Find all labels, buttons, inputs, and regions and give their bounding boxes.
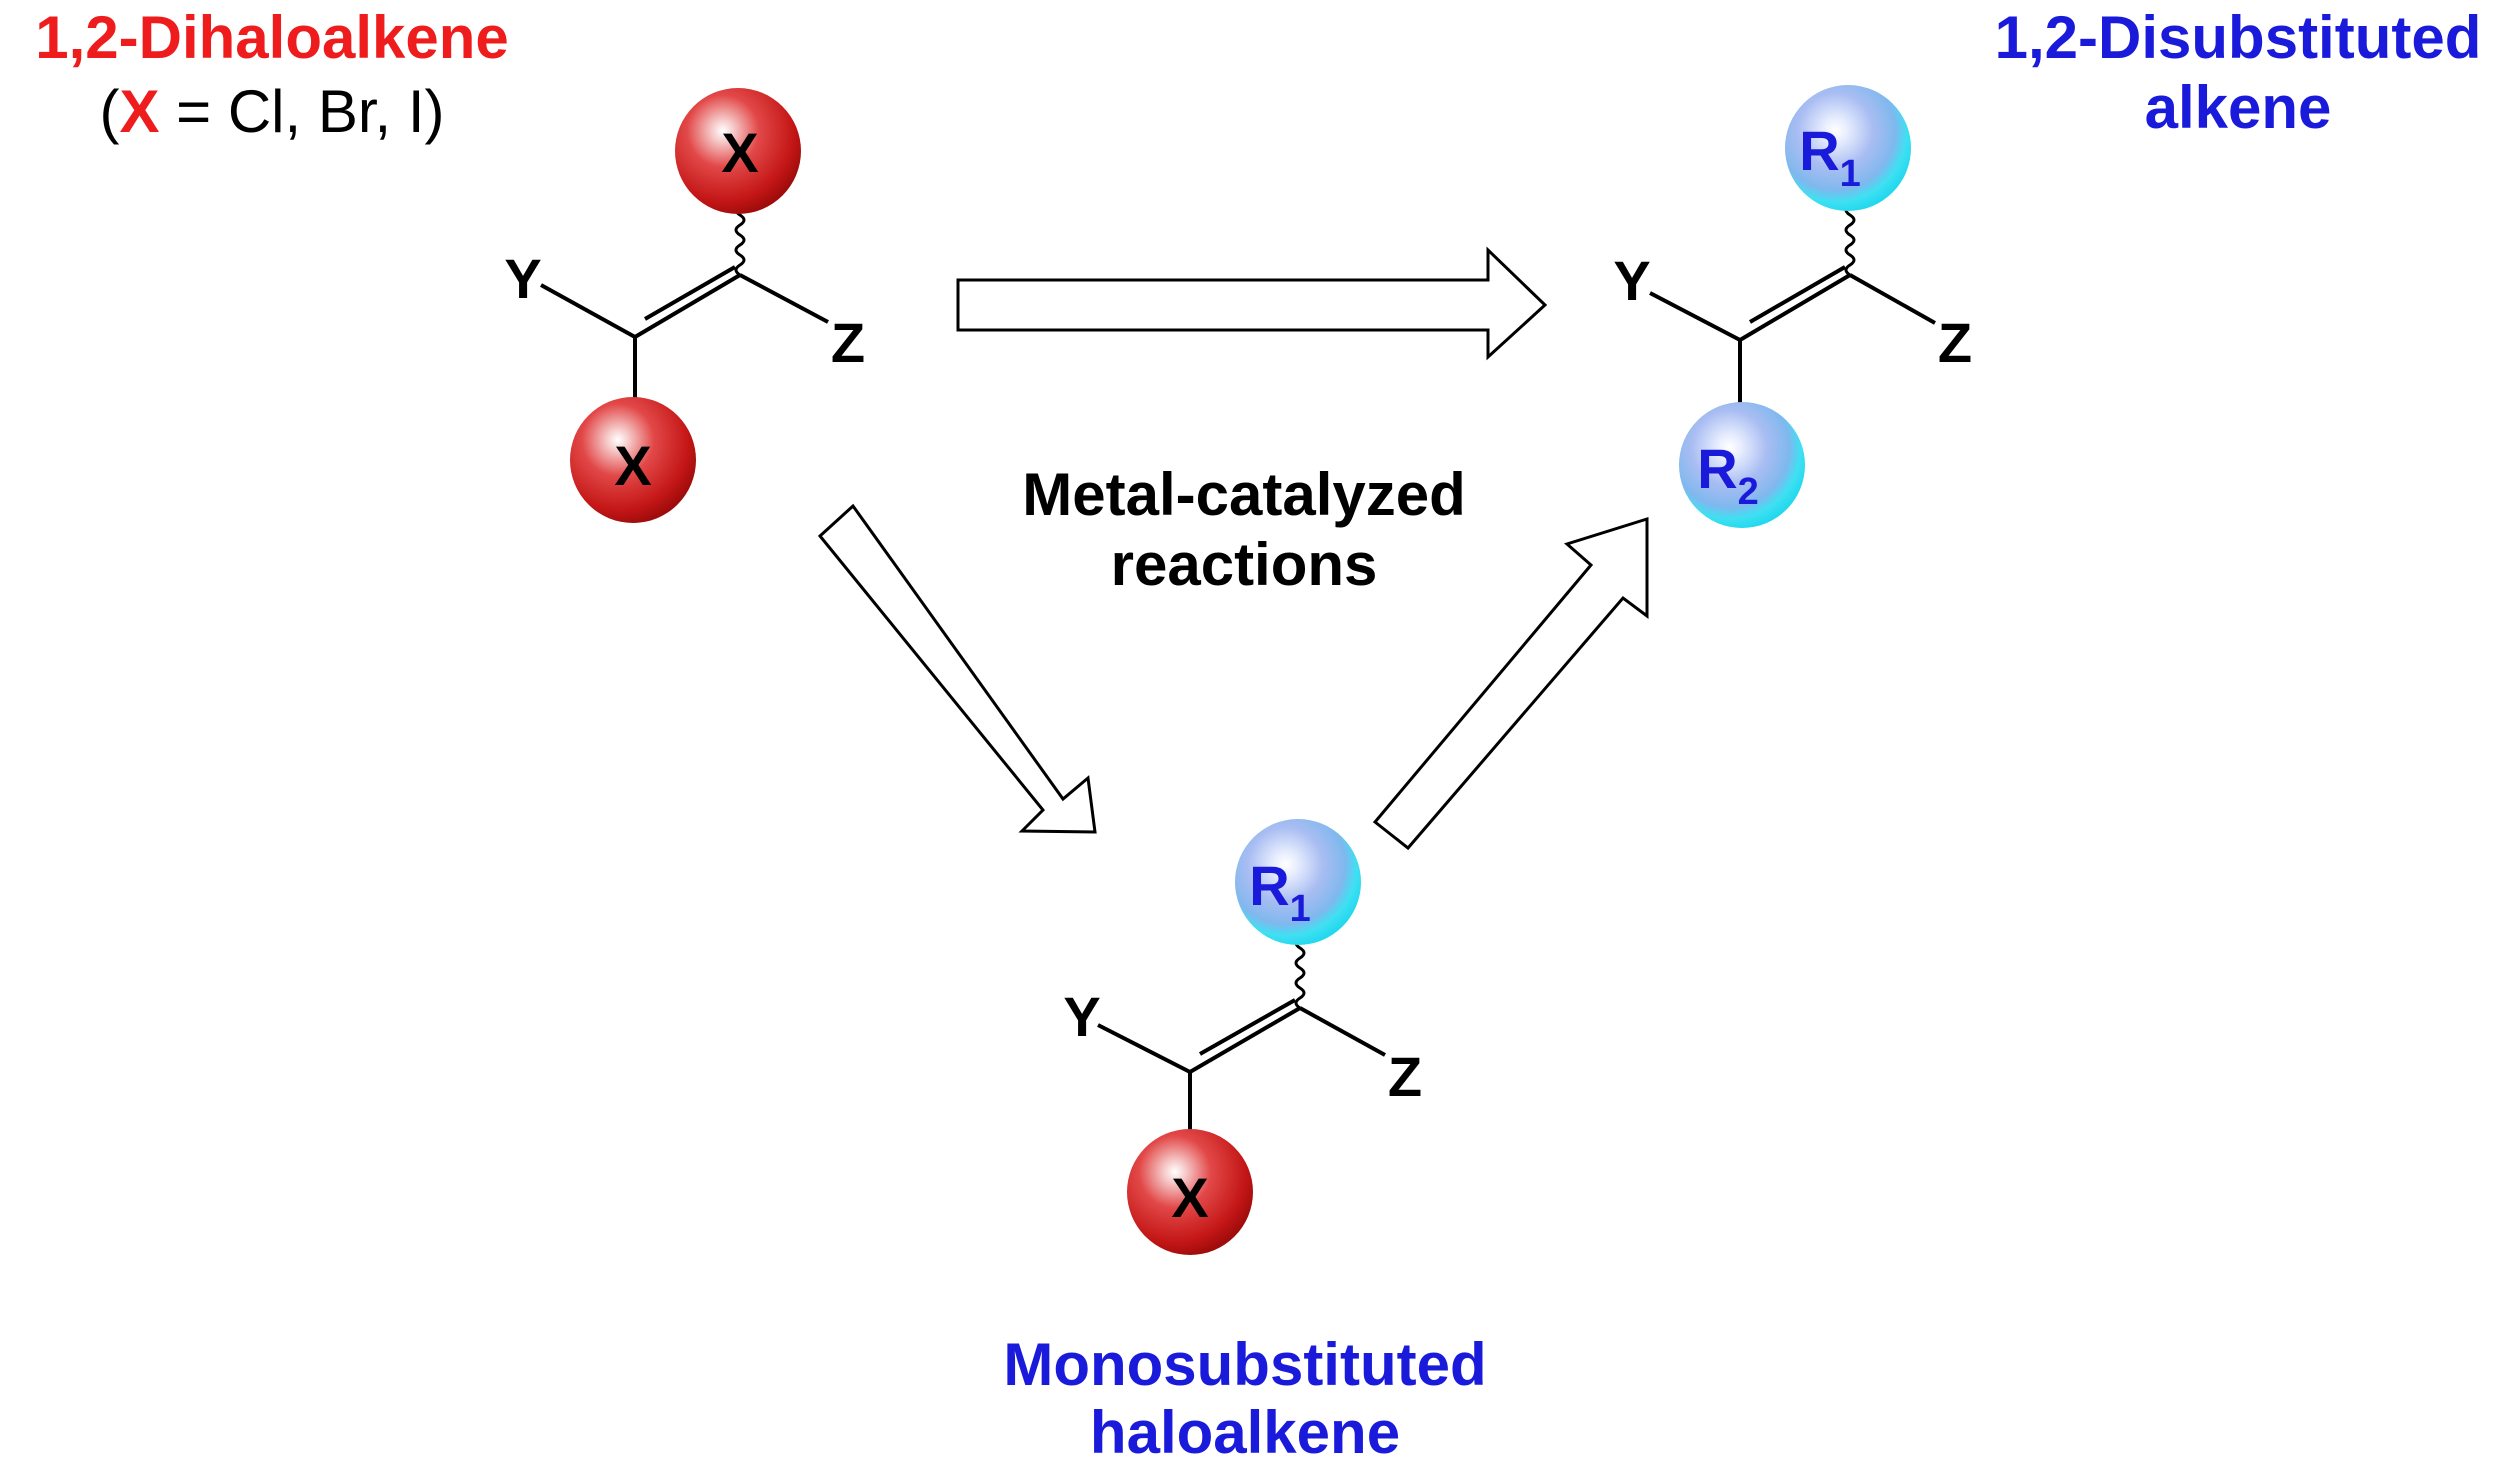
atom-x-top: X (721, 121, 758, 184)
double-bond-inner (1199, 998, 1296, 1056)
bond-y (1649, 291, 1741, 342)
red-sphere-icon (675, 88, 801, 214)
reaction-label-line2: reactions (1111, 531, 1378, 598)
double-bond-main (1738, 273, 1852, 342)
bond-z (739, 273, 829, 324)
halogen-definition-open: ( (99, 78, 119, 145)
product-title-line1: 1,2-Disubstituted (1995, 4, 2482, 71)
starting-material-title: 1,2-Dihaloalkene (35, 4, 509, 71)
open-block-arrow-icon (1372, 516, 1649, 851)
substituent-r1: R1 (1249, 854, 1311, 930)
substituent-r2-index: 2 (1738, 471, 1759, 513)
substituent-r1-index: 1 (1840, 153, 1861, 195)
double-bond-main (633, 273, 742, 339)
atom-x-bottom: X (614, 434, 651, 497)
reaction-label-line1: Metal-catalyzed (1022, 461, 1466, 528)
atom-z: Z (831, 311, 865, 374)
atom-z: Z (1388, 1045, 1422, 1108)
atom-y: Y (504, 247, 541, 310)
substituent-r1-letter: R (1799, 119, 1839, 182)
open-block-arrow-icon (817, 503, 1097, 834)
red-sphere-icon (1127, 1129, 1253, 1255)
product: 1,2-Disubstituted alkene R1 R2 Y Z (1613, 4, 2481, 528)
substituent-r2-letter: R (1697, 437, 1737, 500)
open-block-arrow-icon (956, 246, 1548, 361)
bond-y (540, 283, 636, 339)
product-title-line2: alkene (2145, 74, 2332, 141)
atom-y: Y (1613, 249, 1650, 312)
cyan-sphere-icon (1785, 85, 1911, 211)
cyan-sphere-icon (1679, 402, 1805, 528)
halogen-definition: (X = Cl, Br, I) (99, 78, 444, 145)
double-bond-inner (643, 265, 737, 321)
atom-z: Z (1938, 311, 1972, 374)
red-sphere-icon (570, 397, 696, 523)
atom-y: Y (1063, 985, 1100, 1048)
starting-material: 1,2-Dihaloalkene (X = Cl, Br, I) X X Y Z (35, 4, 865, 523)
double-bond-inner (1748, 265, 1847, 324)
double-bond-main (1188, 1006, 1302, 1074)
substituent-r1: R1 (1799, 119, 1861, 195)
halogen-definition-x: X (119, 78, 159, 145)
substituent-r2: R2 (1697, 437, 1759, 513)
intermediate: R1 X Y Z Monosubstituted haloalkene (1003, 819, 1487, 1466)
intermediate-title-line2: haloalkene (1090, 1399, 1400, 1466)
substituent-r1-index: 1 (1290, 888, 1311, 930)
bond-z (1849, 273, 1936, 325)
halogen-definition-rest: = Cl, Br, I) (159, 78, 444, 145)
bond-z (1299, 1006, 1386, 1057)
intermediate-title-line1: Monosubstituted (1003, 1331, 1486, 1398)
atom-x-bottom: X (1171, 1166, 1208, 1229)
cyan-sphere-icon (1235, 819, 1361, 945)
bond-y (1097, 1023, 1191, 1074)
substituent-r1-letter: R (1249, 854, 1289, 917)
